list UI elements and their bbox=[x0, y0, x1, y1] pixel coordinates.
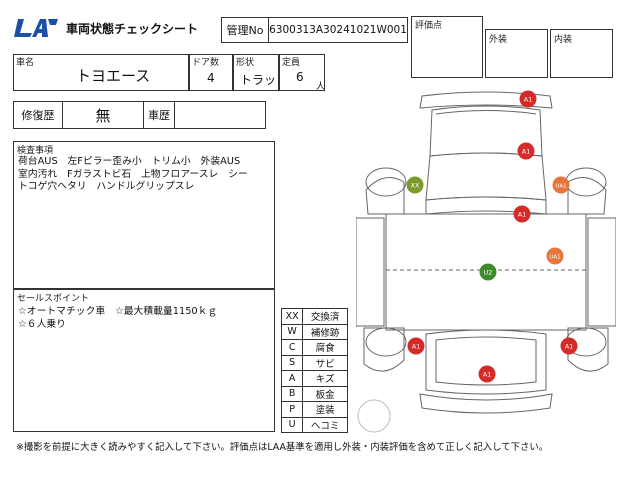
damage-marker-label: A1 bbox=[412, 343, 421, 351]
shape-label: 形状 bbox=[236, 58, 255, 68]
damage-marker-label: XX bbox=[411, 182, 420, 190]
gaisou-box: 外装 bbox=[485, 29, 548, 78]
doors-box: ドア数 4 bbox=[189, 54, 233, 91]
sales-box: セールスポイント ☆オートマチック車 ☆最大積載量1150ｋｇ ☆６人乗り bbox=[13, 289, 275, 432]
damage-marker-label: UA1 bbox=[555, 184, 566, 190]
shape-value: トラッ bbox=[240, 73, 277, 87]
damage-marker-label: A1 bbox=[522, 148, 531, 156]
damage-marker: A1 bbox=[519, 90, 537, 108]
damage-marker-label: U2 bbox=[484, 269, 493, 277]
kanri-label: 管理No bbox=[221, 17, 269, 43]
legend-desc: サビ bbox=[302, 354, 348, 371]
laa-logo bbox=[14, 19, 58, 37]
legend-desc: 塗装 bbox=[302, 401, 348, 418]
legend-code: W bbox=[280, 323, 304, 340]
legend-code: C bbox=[280, 339, 304, 356]
legend-desc: 交換済 bbox=[302, 308, 348, 325]
legend-code: P bbox=[280, 401, 304, 418]
car-name-label: 車名 bbox=[16, 58, 35, 68]
damage-marker: A1 bbox=[407, 337, 425, 355]
damage-marker: UA1 bbox=[546, 247, 564, 265]
hyouka-label: 評価点 bbox=[415, 21, 443, 31]
damage-marker: UA1 bbox=[552, 176, 570, 194]
legend-code: A bbox=[280, 370, 304, 387]
legend-code: XX bbox=[280, 308, 304, 325]
repair-value: 無 bbox=[62, 101, 144, 129]
capacity-label: 定員 bbox=[282, 58, 301, 68]
legend-code: U bbox=[280, 416, 304, 433]
kanri-value: 6300313A30241021W001 bbox=[268, 17, 408, 43]
sales-label: セールスポイント bbox=[17, 294, 90, 304]
legend-desc: ヘコミ bbox=[302, 416, 348, 433]
gauge-circle-icon bbox=[357, 399, 391, 433]
damage-marker: XX bbox=[406, 176, 424, 194]
legend-code: B bbox=[280, 385, 304, 402]
damage-marker-label: A1 bbox=[483, 371, 492, 379]
doors-label: ドア数 bbox=[192, 58, 220, 68]
shape-box: 形状 トラッ bbox=[233, 54, 279, 91]
inspection-text: 荷台AUS 左Fピラー歪み小 トリム小 外装AUS 室内汚れ Fガラストビ石 上… bbox=[18, 156, 248, 192]
damage-marker: A1 bbox=[478, 365, 496, 383]
gaisou-label: 外装 bbox=[489, 35, 508, 45]
legend-desc: 腐食 bbox=[302, 339, 348, 356]
inspection-box: 検査事項 荷台AUS 左Fピラー歪み小 トリム小 外装AUS 室内汚れ Fガラス… bbox=[13, 141, 275, 289]
doors-value: 4 bbox=[207, 71, 215, 85]
repair-label: 修復歴 bbox=[13, 101, 63, 129]
shaken-label: 車歴 bbox=[143, 101, 175, 129]
damage-marker: A1 bbox=[560, 337, 578, 355]
hyouka-box: 評価点 bbox=[411, 16, 483, 78]
capacity-value: 6 bbox=[296, 70, 304, 84]
naisou-label: 内装 bbox=[554, 35, 573, 45]
shaken-value bbox=[174, 101, 266, 129]
damage-marker-label: A1 bbox=[565, 343, 574, 351]
damage-marker-label: UA1 bbox=[549, 255, 560, 261]
legend-desc: 補修跡 bbox=[302, 323, 348, 340]
inspection-label: 検査事項 bbox=[17, 146, 54, 156]
sales-text: ☆オートマチック車 ☆最大積載量1150ｋｇ ☆６人乗り bbox=[18, 306, 218, 330]
capacity-unit: 人 bbox=[316, 82, 326, 92]
legend-desc: キズ bbox=[302, 370, 348, 387]
damage-marker: A1 bbox=[513, 205, 531, 223]
damage-marker: U2 bbox=[479, 263, 497, 281]
legend-desc: 板金 bbox=[302, 385, 348, 402]
capacity-box: 定員 6 人 bbox=[279, 54, 326, 92]
damage-marker: A1 bbox=[517, 142, 535, 160]
car-name-box: 車名 トヨエース bbox=[13, 54, 189, 91]
legend-code: S bbox=[280, 354, 304, 371]
footnote: ※撮影を前提に大きく読みやすく記入して下さい。評価点はLAA基準を適用し外装・内… bbox=[16, 442, 549, 453]
damage-marker-label: A1 bbox=[518, 211, 527, 219]
damage-marker-label: A1 bbox=[524, 96, 533, 104]
sheet-title: 車両状態チェックシート bbox=[66, 22, 199, 36]
car-name-value: トヨエース bbox=[76, 67, 151, 85]
naisou-box: 内装 bbox=[550, 29, 613, 78]
